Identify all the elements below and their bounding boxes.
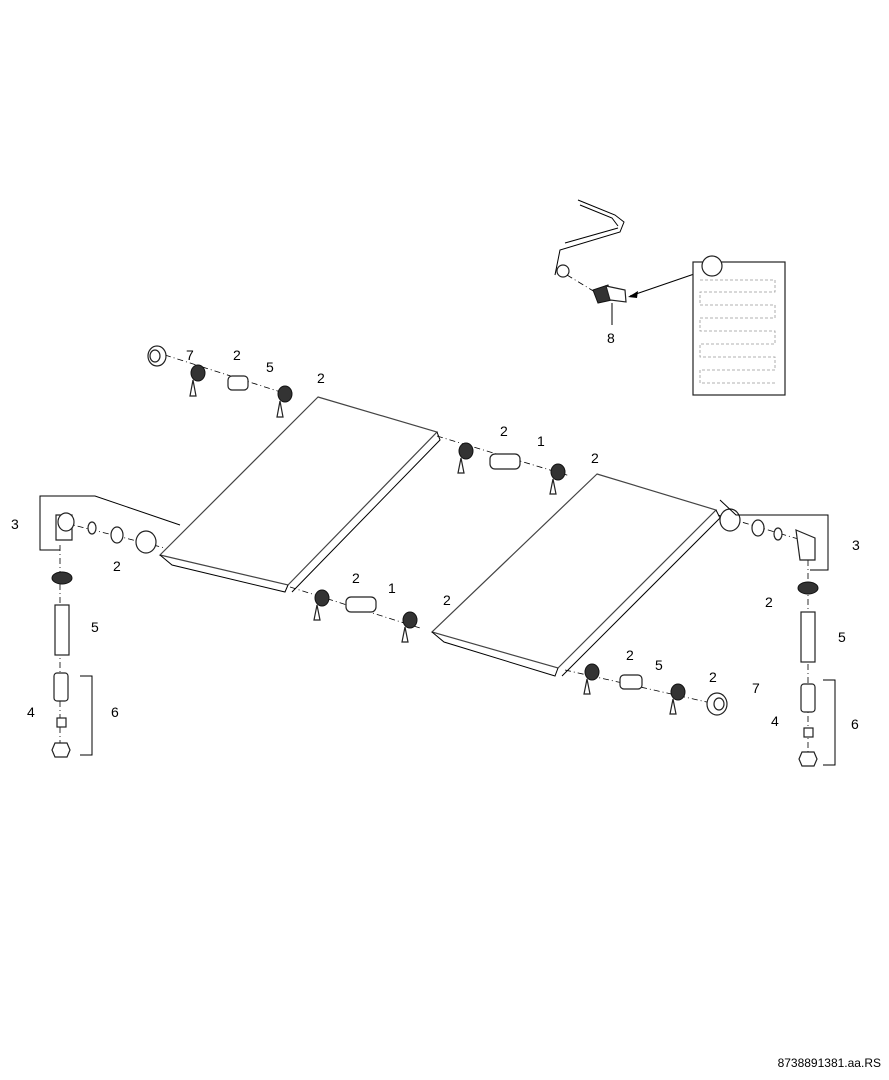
label-1: 1 (388, 580, 396, 596)
label-2: 2 (765, 594, 773, 610)
parts-left-column (39, 495, 181, 758)
document-id: 8738891381.aa.RS (777, 1056, 881, 1070)
label-2: 2 (709, 669, 717, 685)
parts-right-column (719, 499, 836, 767)
sensor-part-8 (592, 284, 627, 304)
label-2: 2 (352, 570, 360, 586)
solar-collector-left (158, 396, 439, 586)
label-2: 2 (317, 370, 325, 386)
parts-bottom-right (583, 663, 728, 716)
solar-collector-right (430, 473, 718, 669)
label-6: 6 (111, 704, 119, 720)
label-2: 2 (626, 647, 634, 663)
detail-inset (554, 199, 786, 396)
label-7: 7 (752, 680, 760, 696)
panel-port (556, 264, 570, 278)
label-2: 2 (591, 450, 599, 466)
parts-middle-bottom (313, 589, 418, 643)
label-5: 5 (655, 657, 663, 673)
parts-top-left (147, 345, 293, 418)
label-3: 3 (852, 537, 860, 553)
parts-middle-top (457, 442, 566, 495)
label-4: 4 (27, 704, 35, 720)
label-5: 5 (266, 359, 274, 375)
part-labels: 7 2 5 2 2 1 2 8 3 2 5 4 6 2 1 2 3 2 5 4 … (11, 330, 860, 732)
collector-reference (692, 261, 786, 396)
label-5: 5 (838, 629, 846, 645)
label-1: 1 (537, 433, 545, 449)
label-2: 2 (233, 347, 241, 363)
label-2: 2 (113, 558, 121, 574)
label-8: 8 (607, 330, 615, 346)
label-2: 2 (443, 592, 451, 608)
label-3: 3 (11, 516, 19, 532)
label-4: 4 (771, 713, 779, 729)
label-6: 6 (851, 716, 859, 732)
label-5: 5 (91, 619, 99, 635)
label-7: 7 (186, 347, 194, 363)
label-2: 2 (500, 423, 508, 439)
